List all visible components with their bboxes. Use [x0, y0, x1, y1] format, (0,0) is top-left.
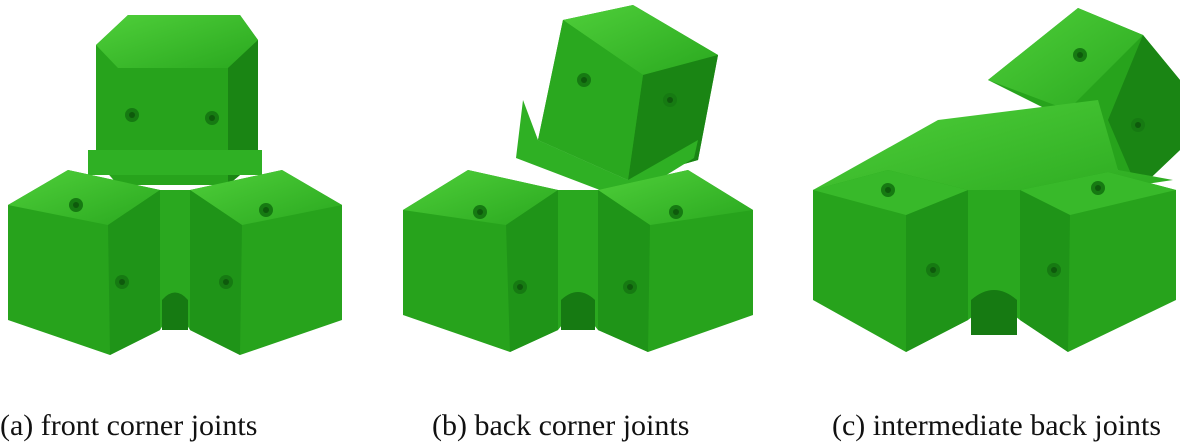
caption-front-corner-joints: (a) front corner joints [0, 409, 258, 442]
front-corner-joint-render [8, 15, 342, 355]
back-corner-joint-render [403, 5, 753, 352]
intermediate-back-joint-render [813, 8, 1180, 352]
panel-back-corner-joint [398, 0, 758, 360]
caption-back-corner-joints: (b) back corner joints [432, 409, 690, 442]
panel-intermediate-back-joint [808, 0, 1186, 360]
caption-intermediate-back-joints: (c) intermediate back joints [832, 409, 1162, 442]
panel-front-corner-joint [0, 0, 350, 360]
